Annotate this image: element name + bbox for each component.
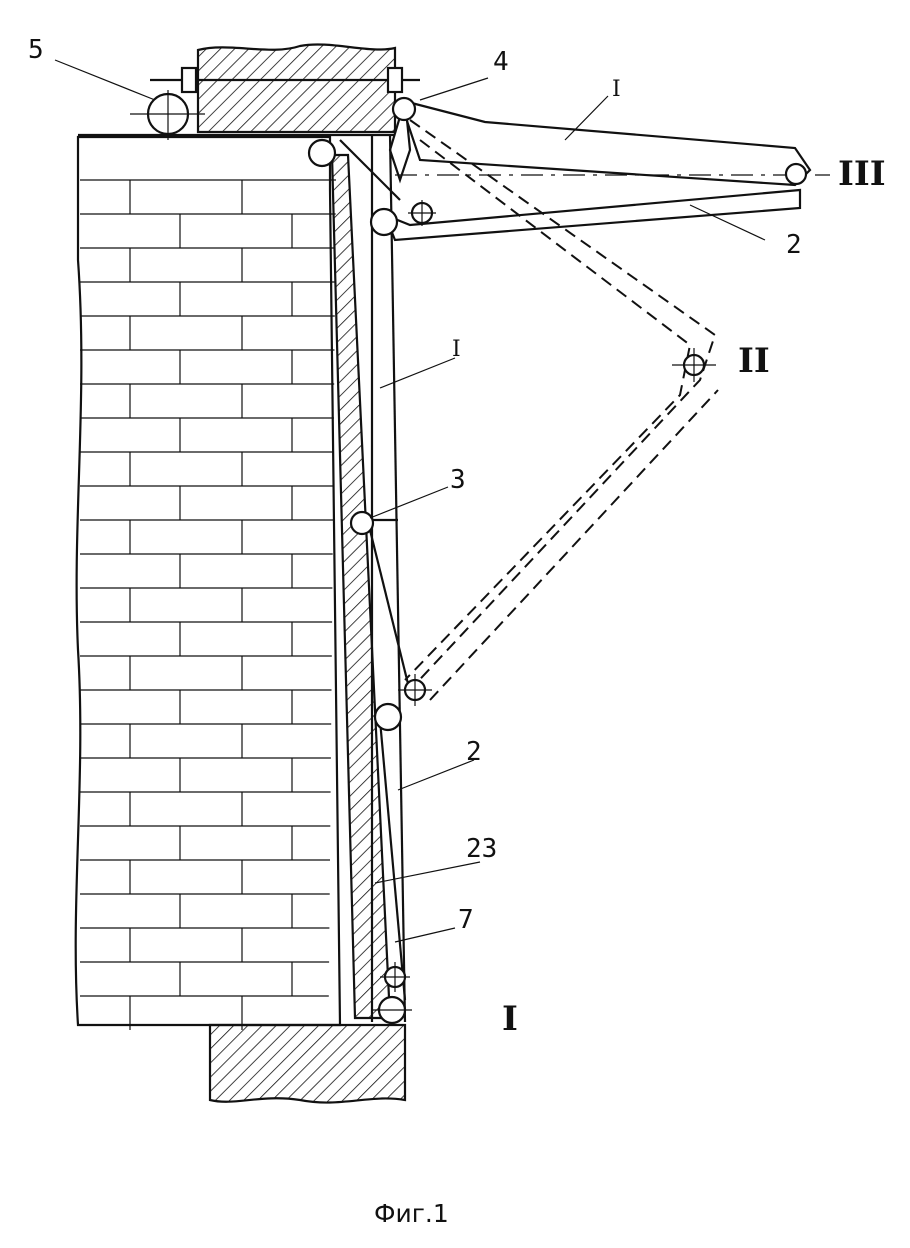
panel-dashed-position-II [404,119,719,701]
label-7: 7 [458,905,474,935]
panel-upper-position-III [383,98,830,242]
label-I-mid: I [452,337,461,362]
label-2-low: 2 [466,737,482,767]
label-5: 5 [28,35,44,65]
position-III: III [838,154,886,194]
position-I: I [502,999,518,1039]
figure-caption: Фиг.1 [374,1199,449,1228]
lower-sill [208,1023,407,1104]
leader-lines [54,59,766,943]
pins [130,90,808,1025]
guide-frame [339,134,414,1023]
label-I-top: I [612,77,621,102]
position-II: II [738,341,770,381]
label-3: 3 [450,465,466,495]
hatched-plate [330,153,392,1020]
upper-lintel [150,43,420,134]
brick-wall [74,135,342,1030]
label-4: 4 [493,47,509,77]
label-23: 23 [466,834,497,864]
label-2-top: 2 [786,230,802,260]
